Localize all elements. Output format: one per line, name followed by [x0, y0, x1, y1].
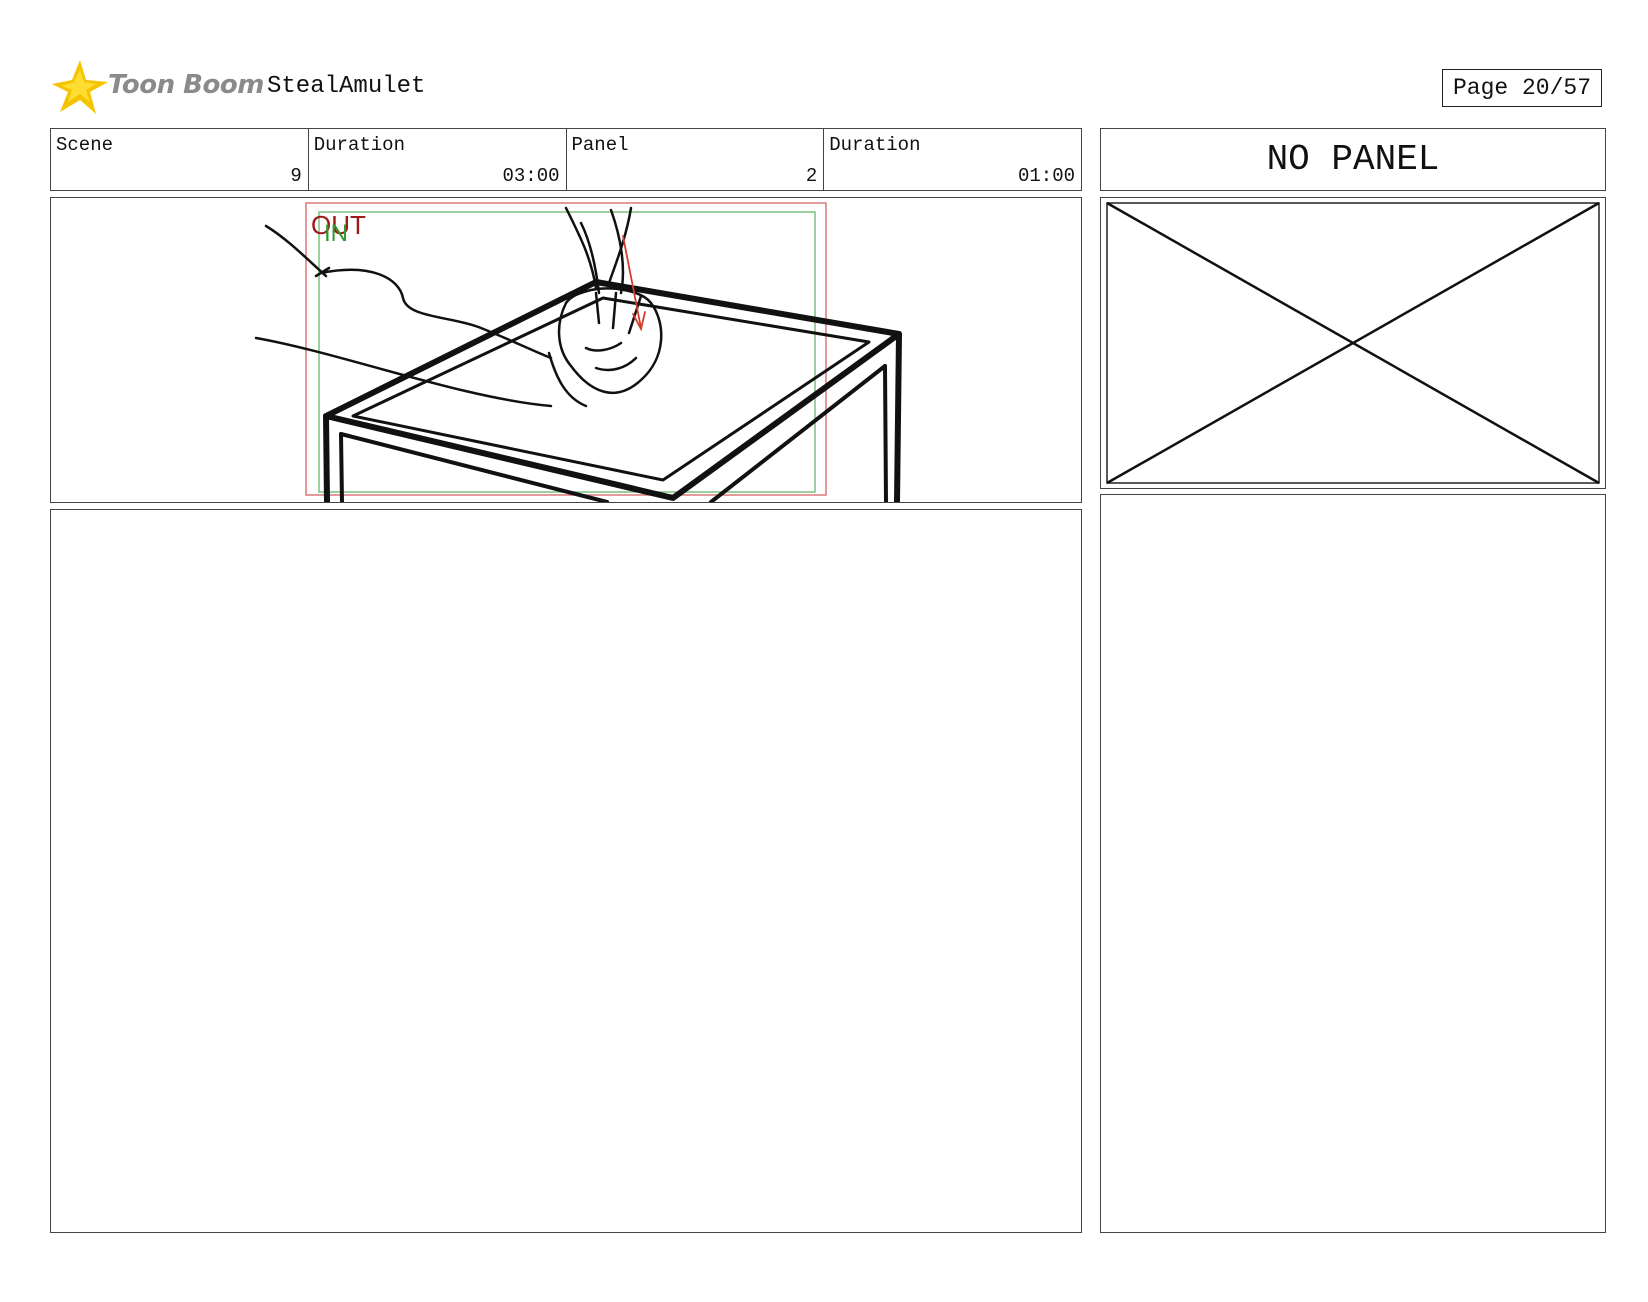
no-panel-label: NO PANEL — [1100, 128, 1606, 191]
scene-value: 9 — [290, 165, 302, 187]
motion-arrow — [622, 235, 646, 332]
toon-boom-logo: Toon Boom — [50, 58, 264, 118]
in-label: IN — [324, 220, 348, 247]
toon-boom-star-icon — [52, 60, 108, 114]
page-indicator: Page 20/57 — [1442, 69, 1602, 107]
scene-duration-label: Duration — [313, 134, 405, 156]
panel-duration-label: Duration — [829, 134, 921, 156]
side-notes-area — [1100, 494, 1606, 1233]
scene-duration-value: 03:00 — [502, 165, 560, 187]
out-label: OUT — [311, 210, 366, 240]
storyboard-sketch: OUT IN — [254, 202, 902, 502]
project-title: StealAmulet — [267, 73, 426, 100]
panel-duration-value: 01:00 — [1017, 165, 1075, 187]
scene-label: Scene — [56, 134, 114, 156]
box-sketch — [323, 279, 902, 502]
dialogue-notes-area — [50, 509, 1082, 1233]
arm-fist-sketch — [254, 206, 663, 408]
empty-panel-frame — [1100, 197, 1606, 489]
scene-cell: Scene 9 — [51, 129, 309, 190]
panel-duration-cell: Duration 01:00 — [824, 129, 1081, 190]
camera-out-frame — [305, 202, 827, 496]
empty-panel-cross — [1106, 201, 1600, 485]
panel-value: 2 — [805, 165, 818, 187]
panel-cell: Panel 2 — [567, 129, 825, 190]
info-row: Scene 9 Duration 03:00 Panel 2 Duration … — [50, 128, 1082, 191]
scene-duration-cell: Duration 03:00 — [309, 129, 567, 190]
logo-text: Toon Boom — [108, 70, 264, 100]
panel-label: Panel — [571, 134, 629, 156]
storyboard-frame: OUT IN — [50, 197, 1082, 503]
